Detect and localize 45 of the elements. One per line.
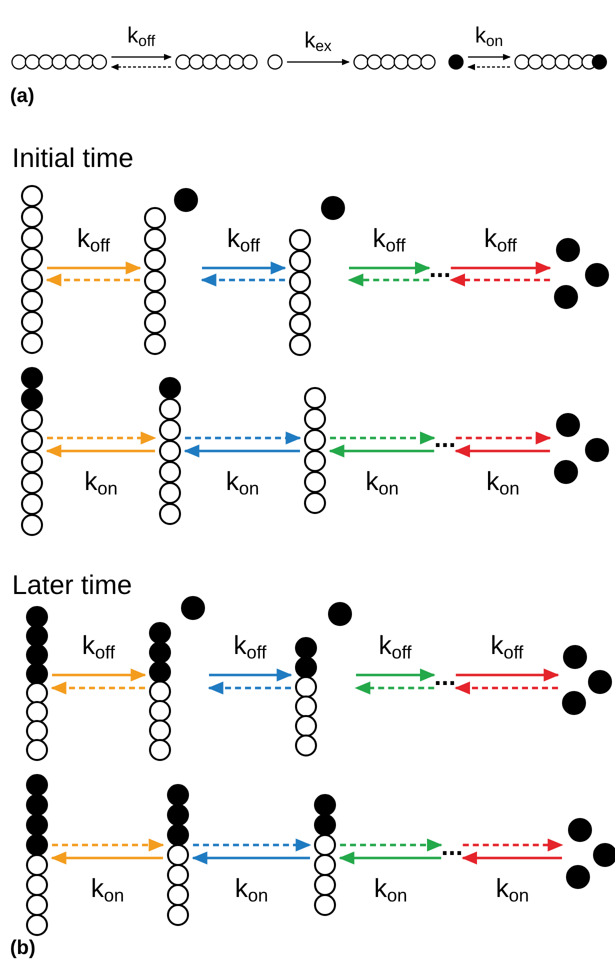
dashed-arrow — [193, 838, 312, 852]
ellipsis-text: ... — [441, 833, 463, 859]
dashed-arrow — [454, 682, 558, 694]
dashed-arrow — [330, 432, 436, 444]
arrow — [462, 852, 562, 864]
arrow — [287, 58, 350, 66]
ellipsis-text: ... — [434, 663, 456, 689]
arrow — [192, 852, 310, 864]
dashed-arrow — [185, 432, 302, 444]
arrow — [111, 54, 172, 60]
arrow — [450, 262, 552, 274]
dashed-arrow — [47, 432, 156, 444]
section-heading: Later time — [12, 572, 132, 599]
panel-label: (b) — [10, 938, 36, 958]
ellipsis-text: ... — [429, 255, 451, 281]
dashed-arrow — [208, 682, 291, 694]
dashed-arrow — [52, 838, 164, 852]
arrow — [46, 444, 155, 458]
ellipsis-text: ... — [434, 425, 456, 451]
dashed-arrow — [110, 64, 171, 70]
dashed-arrow — [467, 64, 510, 70]
arrow — [338, 852, 442, 864]
dashed-arrow — [200, 274, 285, 286]
section-heading: Initial time — [12, 145, 134, 172]
arrow — [52, 668, 146, 682]
dashed-arrow — [50, 682, 145, 694]
panel-label: (a) — [10, 86, 34, 106]
dashed-arrow — [456, 432, 552, 444]
arrow — [349, 262, 430, 274]
arrow — [184, 444, 300, 458]
dashed-arrow — [450, 274, 550, 286]
arrow — [202, 262, 286, 274]
arrow — [328, 444, 434, 458]
dashed-arrow — [340, 838, 442, 852]
arrow — [50, 852, 163, 864]
arrow — [454, 444, 550, 458]
arrow — [356, 668, 436, 682]
arrow — [456, 668, 560, 682]
dashed-arrow — [348, 274, 430, 286]
arrow — [468, 54, 511, 60]
arrow — [47, 262, 142, 274]
dashed-arrow — [462, 838, 564, 852]
dashed-arrow — [46, 274, 140, 286]
arrow — [209, 668, 292, 682]
dashed-arrow — [354, 682, 434, 694]
